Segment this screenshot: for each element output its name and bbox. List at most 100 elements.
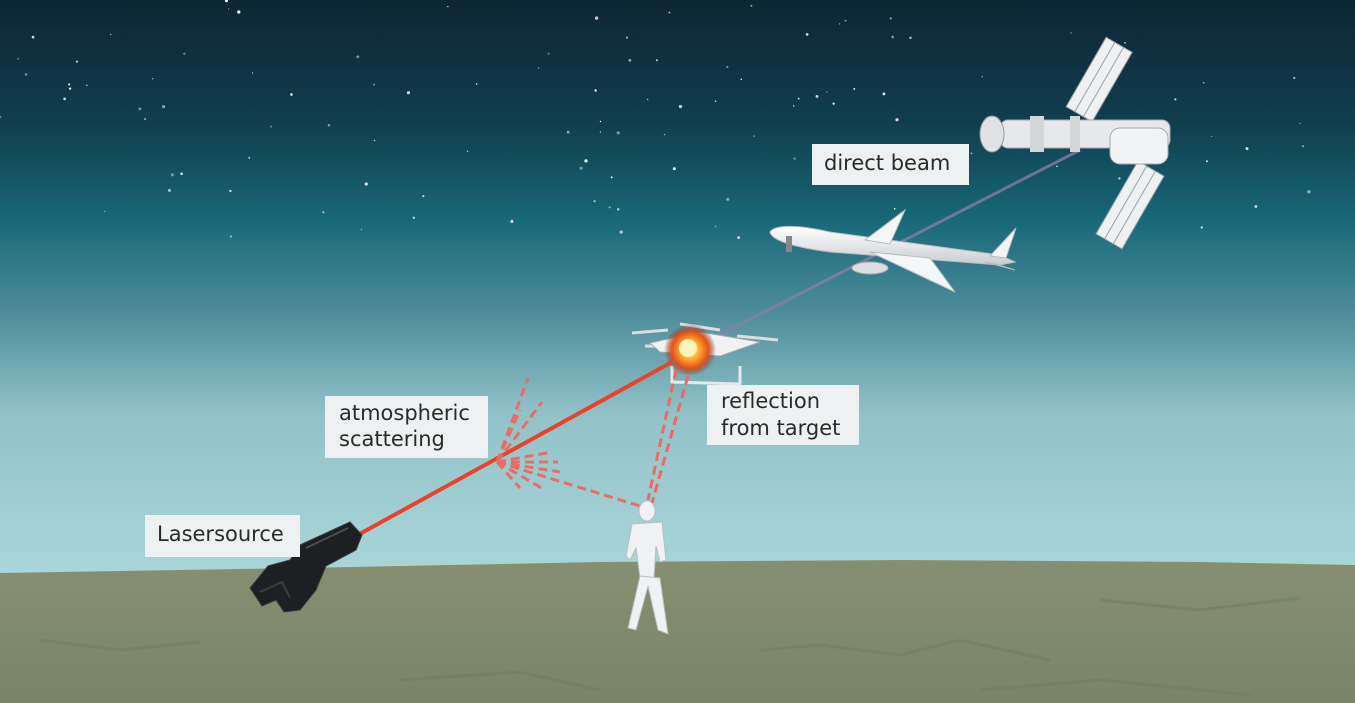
laser-beam	[355, 360, 673, 538]
drone-icon	[631, 322, 779, 386]
atmospheric-scattering-label: atmospheric scattering	[325, 396, 488, 458]
star	[68, 87, 72, 90]
star	[893, 207, 896, 210]
stars	[0, 0, 1311, 239]
star	[68, 83, 71, 86]
star	[610, 176, 613, 179]
star	[1299, 122, 1301, 125]
star	[180, 172, 183, 175]
star	[826, 91, 828, 93]
atmospheric-scattering-line-2: scattering	[339, 427, 445, 451]
reflection-from-target-label: reflection from target	[707, 385, 859, 445]
star	[1056, 165, 1058, 168]
star	[579, 166, 583, 170]
star	[167, 188, 172, 192]
star	[0, 115, 2, 118]
star	[889, 17, 892, 20]
star	[1118, 177, 1121, 180]
star	[981, 76, 983, 78]
star	[599, 131, 602, 133]
star	[63, 97, 66, 101]
star	[909, 36, 912, 40]
star	[594, 89, 597, 92]
star	[647, 98, 649, 101]
star	[1202, 81, 1205, 84]
star	[714, 225, 717, 227]
atmospheric-scattering-line-1: atmospheric	[339, 401, 470, 425]
star	[24, 73, 28, 76]
star	[248, 156, 251, 159]
star	[510, 219, 514, 223]
star	[750, 4, 753, 7]
direct-beam-label-text: direct beam	[824, 151, 951, 175]
star	[740, 78, 743, 81]
star	[663, 133, 666, 136]
star	[1307, 190, 1311, 194]
star	[327, 124, 331, 127]
atmospheric-scattering-rays	[495, 377, 641, 508]
star	[1302, 145, 1304, 148]
star	[805, 33, 809, 36]
star	[227, 8, 230, 10]
star	[290, 93, 293, 96]
star	[538, 67, 540, 69]
star	[882, 92, 886, 96]
laser-source-label: Lasersource	[145, 515, 300, 557]
star	[628, 58, 632, 62]
star	[109, 33, 112, 36]
star	[832, 102, 835, 105]
laser-source-device-icon	[249, 521, 363, 613]
reflection-from-target-line-1: reflection	[721, 389, 821, 413]
star	[406, 91, 411, 95]
star	[619, 230, 623, 234]
star	[895, 118, 899, 122]
sky	[0, 0, 1355, 575]
star	[616, 208, 620, 211]
star	[838, 23, 841, 25]
star	[599, 120, 602, 123]
star	[138, 107, 142, 111]
star	[364, 182, 368, 186]
star	[151, 78, 154, 80]
star	[594, 16, 599, 20]
star	[229, 189, 232, 193]
star	[85, 84, 88, 87]
star	[726, 197, 730, 201]
airplane-icon	[769, 208, 1017, 293]
star	[608, 206, 611, 209]
direct-beam-label: direct beam	[812, 144, 969, 185]
star	[1124, 41, 1126, 44]
star	[322, 211, 325, 214]
star	[422, 194, 425, 198]
star	[844, 19, 847, 22]
star	[447, 5, 449, 8]
star	[793, 105, 795, 107]
star	[714, 100, 717, 102]
ground	[0, 560, 1355, 703]
star	[584, 159, 588, 163]
star	[1293, 76, 1296, 80]
star	[793, 157, 796, 160]
star	[103, 210, 106, 213]
star	[1254, 205, 1258, 208]
satellite-icon	[979, 36, 1171, 250]
star	[229, 235, 232, 238]
star	[616, 131, 620, 135]
star	[373, 83, 376, 86]
star	[251, 72, 254, 74]
star	[170, 173, 174, 177]
star	[1200, 226, 1203, 229]
star	[356, 55, 360, 59]
star	[270, 125, 273, 128]
star	[547, 52, 550, 55]
star	[412, 216, 416, 220]
star	[224, 0, 229, 3]
star	[360, 228, 363, 231]
star	[183, 52, 186, 55]
star	[853, 87, 856, 90]
star	[737, 236, 740, 239]
star	[625, 36, 629, 39]
reflection-from-target-line-2: from target	[721, 416, 841, 440]
star	[797, 97, 800, 100]
